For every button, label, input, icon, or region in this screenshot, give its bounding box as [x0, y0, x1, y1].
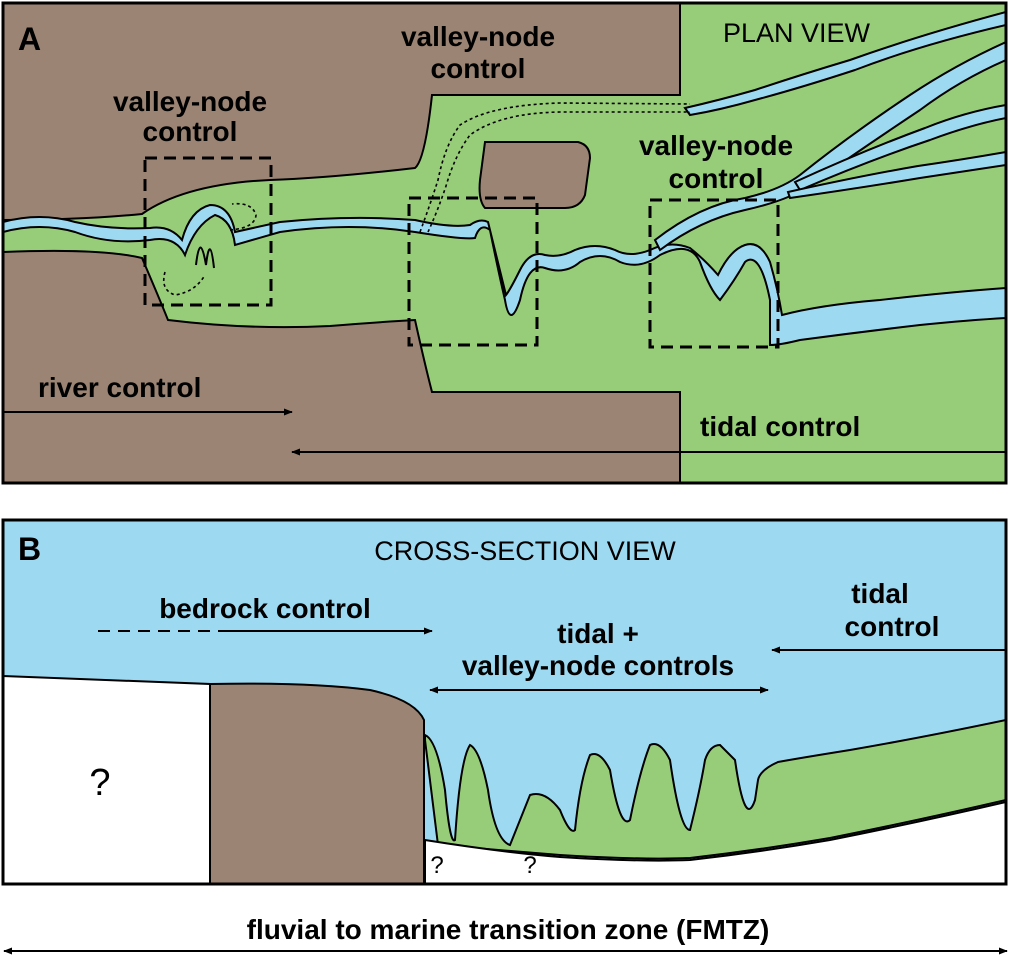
cross-section-panel: B CROSS-SECTION VIEW bedrock control tid… [3, 520, 1006, 884]
distributary-channel-lower [786, 150, 1006, 200]
paleochannel-dotted-mid [419, 102, 691, 233]
panel-b-letter: B [18, 531, 41, 567]
unknown-bottom-question-2: ? [523, 852, 536, 879]
plan-view-border [1, 1, 1008, 485]
panel-a-letter: A [18, 21, 41, 57]
bedrock-lower [3, 249, 681, 483]
unknown-left-area [3, 674, 211, 884]
unknown-left-question: ? [89, 762, 110, 804]
tidal-control-label-b-2: control [845, 611, 940, 642]
valley-node-box-right [648, 198, 780, 349]
plan-view-panel: A PLAN VIEW valley-node control valley-n… [3, 3, 1006, 483]
sediment-green [424, 718, 1006, 860]
plan-view-title: PLAN VIEW [723, 18, 871, 48]
valley-node-label-left-1: valley-node [113, 86, 267, 117]
tidal-valley-node-label-1: tidal + [557, 618, 639, 649]
valley-node-label-mid-2: control [431, 53, 526, 84]
river-control-label: river control [38, 372, 201, 403]
main-river [3, 203, 1006, 347]
unknown-bottom-area [424, 800, 1006, 884]
valley-node-box-left [143, 156, 273, 307]
unknown-bottom-question-1: ? [430, 852, 443, 879]
cross-section-border [1, 518, 1008, 886]
valley-node-label-left-2: control [143, 116, 238, 147]
tidal-valley-node-label-2: valley-node controls [462, 650, 734, 681]
bedrock-cross-section [209, 682, 425, 884]
bedrock-control-label: bedrock control [159, 593, 371, 624]
valley-node-box-mid [407, 196, 539, 347]
bedrock-island [478, 141, 592, 209]
bedrock-upper [3, 3, 681, 222]
valley-node-label-mid-1: valley-node [401, 21, 555, 52]
tidal-control-label-b-1: tidal [851, 578, 909, 609]
valley-node-label-right-2: control [669, 163, 764, 194]
paleochannel-dotted-left [162, 202, 257, 296]
meander-squiggle [195, 246, 215, 269]
fmtz-label: fluvial to marine transition zone (FMTZ) [247, 914, 770, 945]
valley-node-label-right-1: valley-node [639, 130, 793, 161]
tidal-control-label: tidal control [700, 411, 860, 442]
cross-section-view-title: CROSS-SECTION VIEW [374, 536, 676, 566]
